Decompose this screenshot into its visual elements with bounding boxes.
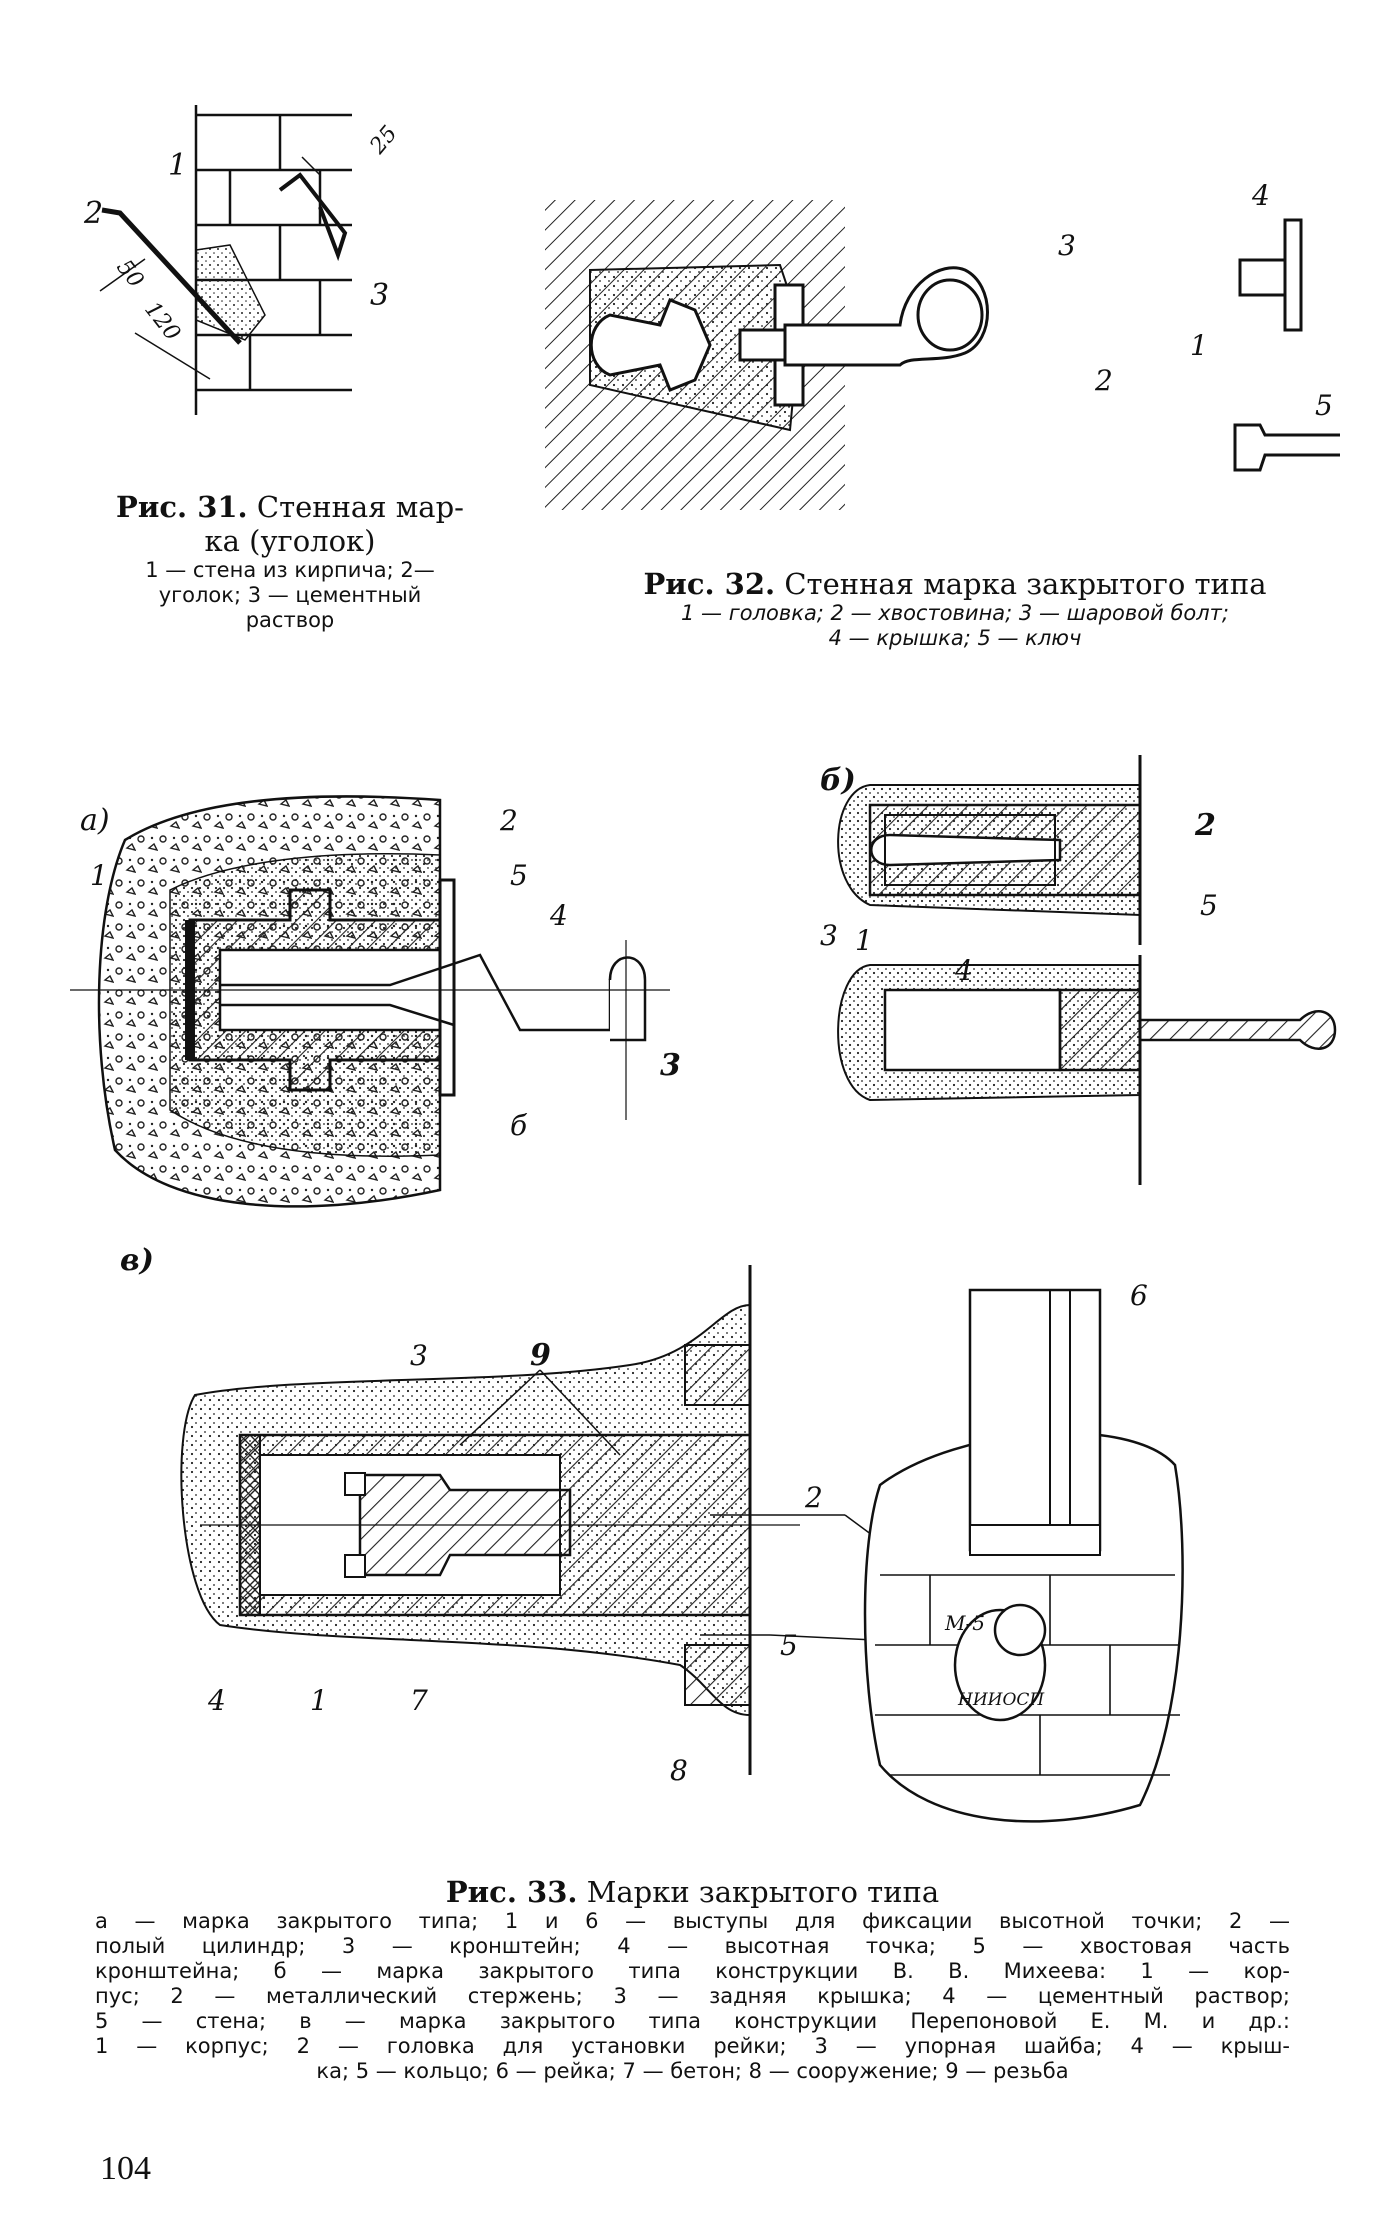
- figure-33b-drawing: б) 2 5 3 1 4: [820, 755, 1337, 1185]
- cap-part: [1238, 218, 1303, 332]
- brick-wall: [194, 105, 352, 415]
- figure-33a-drawing: а) 1 2 3 4 5 б: [70, 795, 681, 1208]
- svg-text:7: 7: [410, 1684, 428, 1717]
- svg-text:2: 2: [1094, 364, 1113, 397]
- svg-text:4: 4: [1251, 179, 1270, 212]
- svg-text:3: 3: [1058, 229, 1076, 262]
- figure-33-desc-line7: ка; 5 — кольцо; 6 — рейка; 7 — бетон; 8 …: [316, 2059, 1069, 2083]
- figure-31-caption: Рис. 31. Стенная мар- ка (уголок) 1 — ст…: [70, 490, 510, 633]
- figure-32-title: Стенная марка закрытого типа: [784, 567, 1267, 601]
- svg-text:б): б): [820, 763, 856, 798]
- svg-text:5: 5: [1200, 889, 1218, 922]
- figure-31-desc-line1: 1 — стена из кирпича; 2—: [145, 558, 435, 582]
- figure-31-desc-line3: раствор: [245, 608, 335, 632]
- svg-text:5: 5: [780, 1629, 798, 1662]
- anchor-head: [589, 298, 712, 392]
- figure-31-drawing: 1 2 3 50 120 25: [83, 105, 403, 415]
- fig33a-labels: а) 1 2 3 4 5 б: [80, 803, 681, 1142]
- angle-detail: [278, 172, 348, 262]
- key-part: [1233, 423, 1340, 472]
- svg-text:1: 1: [1190, 329, 1208, 362]
- height-point: [608, 956, 647, 1042]
- svg-text:2: 2: [1194, 808, 1216, 843]
- figure-33-desc-line6: 1 — корпус; 2 — головка для установки ре…: [95, 2034, 1290, 2058]
- svg-text:4: 4: [207, 1684, 226, 1717]
- svg-text:3: 3: [660, 1048, 681, 1083]
- figure-33-desc-line2: полый цилиндр; 3 — кронштейн; 4 — высотн…: [95, 1934, 1290, 1958]
- figure-33-desc-line3: кронштейна; б — марка закрытого типа кон…: [95, 1959, 1290, 1983]
- angle-iron: [101, 207, 242, 345]
- figure-32-desc-line2: 4 — крышка; 5 — ключ: [828, 626, 1082, 650]
- svg-text:3: 3: [370, 278, 389, 313]
- figure-33-title: Марки закрытого типа: [586, 1875, 940, 1909]
- figure-33-caption: Рис. 33. Марки закрытого типа а — марка …: [95, 1875, 1290, 2084]
- rod-upper: [870, 833, 1062, 867]
- figure-32-drawing: 1 2 3 4 5: [545, 179, 1340, 510]
- svg-text:б: б: [510, 1109, 528, 1142]
- svg-text:5: 5: [510, 859, 528, 892]
- fig32-labels: 1 2 3 4 5: [1058, 179, 1333, 422]
- svg-text:1: 1: [168, 148, 187, 183]
- svg-text:1: 1: [310, 1684, 328, 1717]
- svg-text:М-5: М-5: [944, 1611, 985, 1635]
- svg-text:1: 1: [855, 924, 873, 957]
- fig33b-labels: б) 2 5 3 1 4: [820, 763, 1218, 987]
- staff-rod: [968, 1288, 1102, 1552]
- figure-33-desc-line1: а — марка закрытого типа; 1 и 6 — выступ…: [95, 1909, 1290, 1933]
- svg-text:а): а): [80, 803, 110, 838]
- svg-text:2: 2: [499, 804, 518, 837]
- page-number: 104: [100, 2150, 151, 2187]
- figure-33-desc-line4: пус; 2 — металлический стержень; 3 — зад…: [95, 1984, 1290, 2008]
- figure-33-desc-line5: 5 — стена; в — марка закрытого типа конс…: [95, 2009, 1290, 2033]
- figure-33-number: Рис. 33.: [445, 1875, 578, 1909]
- figure-32-number: Рис. 32.: [643, 567, 776, 601]
- svg-text:2: 2: [83, 196, 103, 231]
- figure-32-caption: Рис. 32. Стенная марка закрытого типа 1 …: [585, 567, 1325, 651]
- figure-31-title-line2: ка (уголок): [204, 524, 376, 558]
- svg-text:25: 25: [365, 121, 403, 159]
- svg-text:3: 3: [820, 919, 838, 952]
- svg-text:5: 5: [1315, 389, 1333, 422]
- svg-text:НИИОСП: НИИОСП: [957, 1690, 1045, 1710]
- svg-text:120: 120: [139, 297, 185, 345]
- svg-text:4: 4: [549, 899, 568, 932]
- figure-32-desc-line1: 1 — головка; 2 — хвостовина; 3 — шаровой…: [681, 601, 1229, 625]
- svg-text:4: 4: [954, 954, 973, 987]
- svg-text:в): в): [120, 1245, 154, 1278]
- rod-lower: [1138, 1010, 1337, 1050]
- figure-31-desc-line2: уголок; 3 — цементный: [158, 583, 422, 607]
- figure-31-number: Рис. 31.: [116, 490, 248, 524]
- fig33v-labels: в) 6 3 9 2 5 4 1 7 8 М-5 НИИОСП: [120, 1245, 1148, 1787]
- figure-31-title-line1: Стенная мар-: [256, 490, 464, 524]
- svg-text:6: 6: [1130, 1279, 1148, 1312]
- cement-mortar: [195, 244, 266, 341]
- svg-text:2: 2: [804, 1481, 823, 1514]
- svg-text:8: 8: [670, 1754, 688, 1787]
- svg-text:1: 1: [90, 859, 108, 892]
- figure-33v-drawing: в) 6 3 9 2 5 4 1 7 8 М-5 НИИОСП: [120, 1245, 1184, 1823]
- svg-text:9: 9: [530, 1338, 551, 1373]
- svg-text:3: 3: [410, 1339, 428, 1372]
